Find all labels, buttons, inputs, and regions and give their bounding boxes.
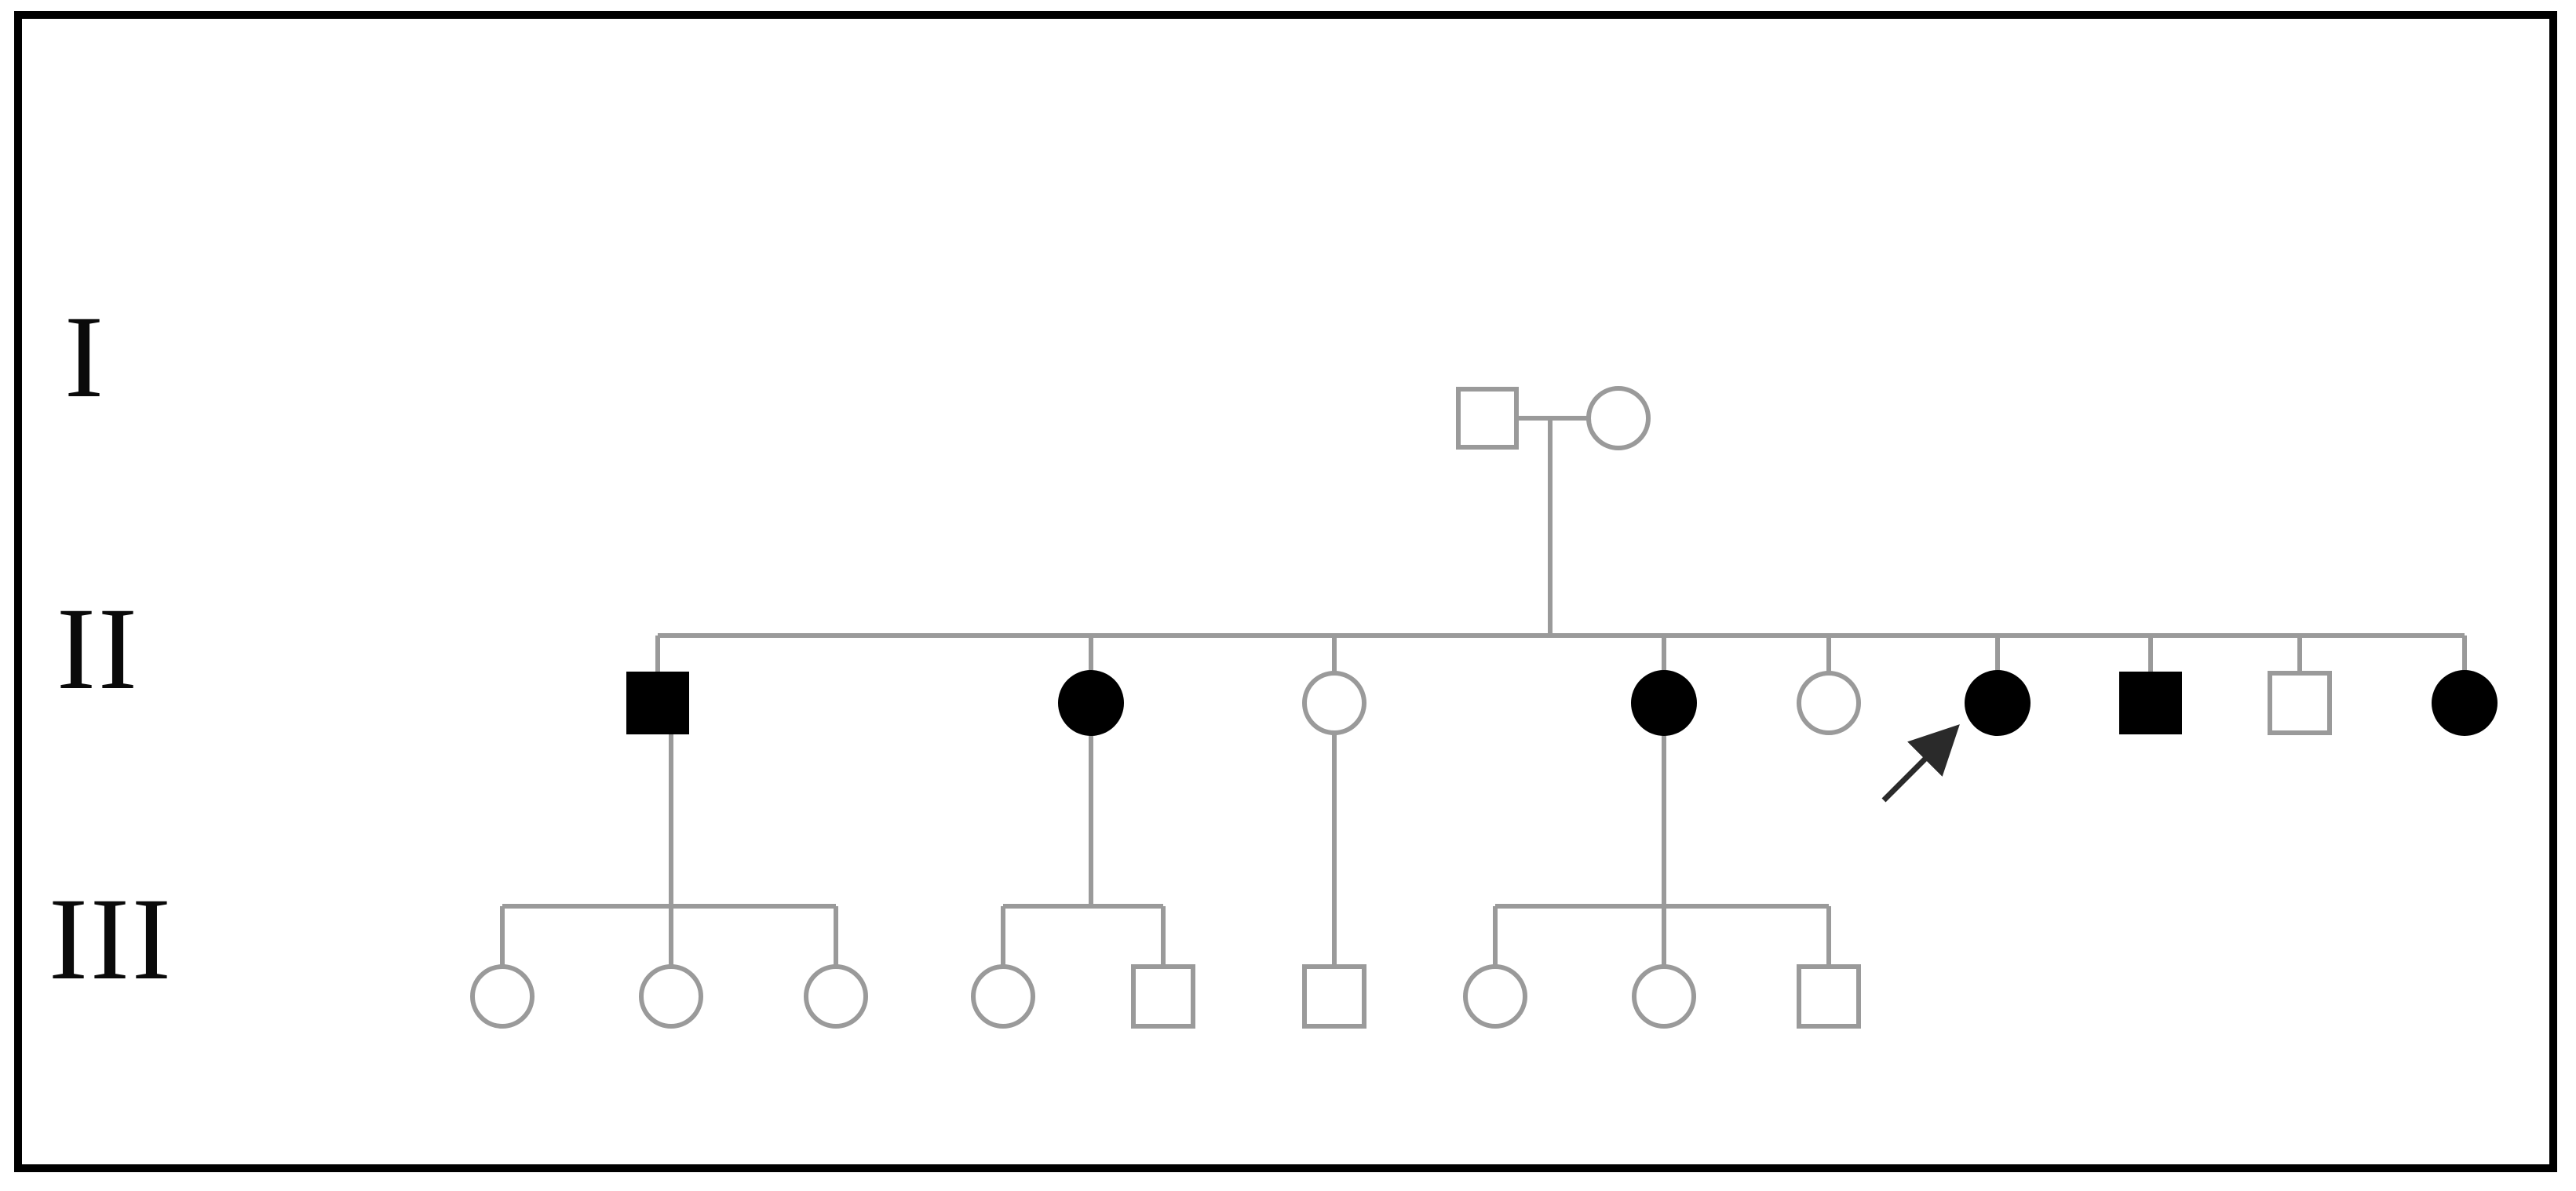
individual-II-3-open-circle[interactable]	[1302, 671, 1366, 735]
individual-II-5-open-circle[interactable]	[1797, 671, 1861, 735]
individual-III-7-open-circle[interactable]	[1463, 964, 1527, 1029]
individual-I-1-open-square[interactable]	[1456, 387, 1519, 450]
generation-II-group	[626, 670, 2498, 803]
individual-III-3-open-circle[interactable]	[804, 964, 868, 1029]
individual-II-1-filled-square[interactable]	[626, 672, 689, 734]
generation-I-group	[1456, 386, 1651, 450]
individual-III-2-open-circle[interactable]	[639, 964, 703, 1029]
individual-II-4-filled-circle[interactable]	[1631, 670, 1697, 736]
individual-II-2-filled-circle[interactable]	[1058, 670, 1124, 736]
individual-II-6-filled-circle-proband[interactable]	[1965, 670, 2031, 736]
individual-III-9-open-square[interactable]	[1797, 964, 1861, 1029]
proband-arrow-icon	[1881, 724, 1960, 803]
individual-III-6-open-square[interactable]	[1302, 964, 1366, 1029]
individual-II-7-filled-square[interactable]	[2119, 672, 2182, 734]
individual-II-9-filled-circle[interactable]	[2432, 670, 2498, 736]
connector-lines	[500, 416, 2467, 967]
generation-label-3: III	[49, 874, 173, 1004]
generation-label-2: II	[57, 584, 140, 714]
individual-III-1-open-circle[interactable]	[470, 964, 535, 1029]
individual-III-8-open-circle[interactable]	[1632, 964, 1696, 1029]
individual-II-8-open-square[interactable]	[2268, 671, 2332, 735]
generation-label-1: I	[64, 292, 106, 422]
individual-III-4-open-circle[interactable]	[971, 964, 1035, 1029]
individual-I-2-open-circle[interactable]	[1586, 386, 1651, 450]
generation-III-group	[470, 964, 1861, 1029]
individual-III-5-open-square[interactable]	[1131, 964, 1195, 1029]
figure-border	[14, 11, 2557, 1172]
